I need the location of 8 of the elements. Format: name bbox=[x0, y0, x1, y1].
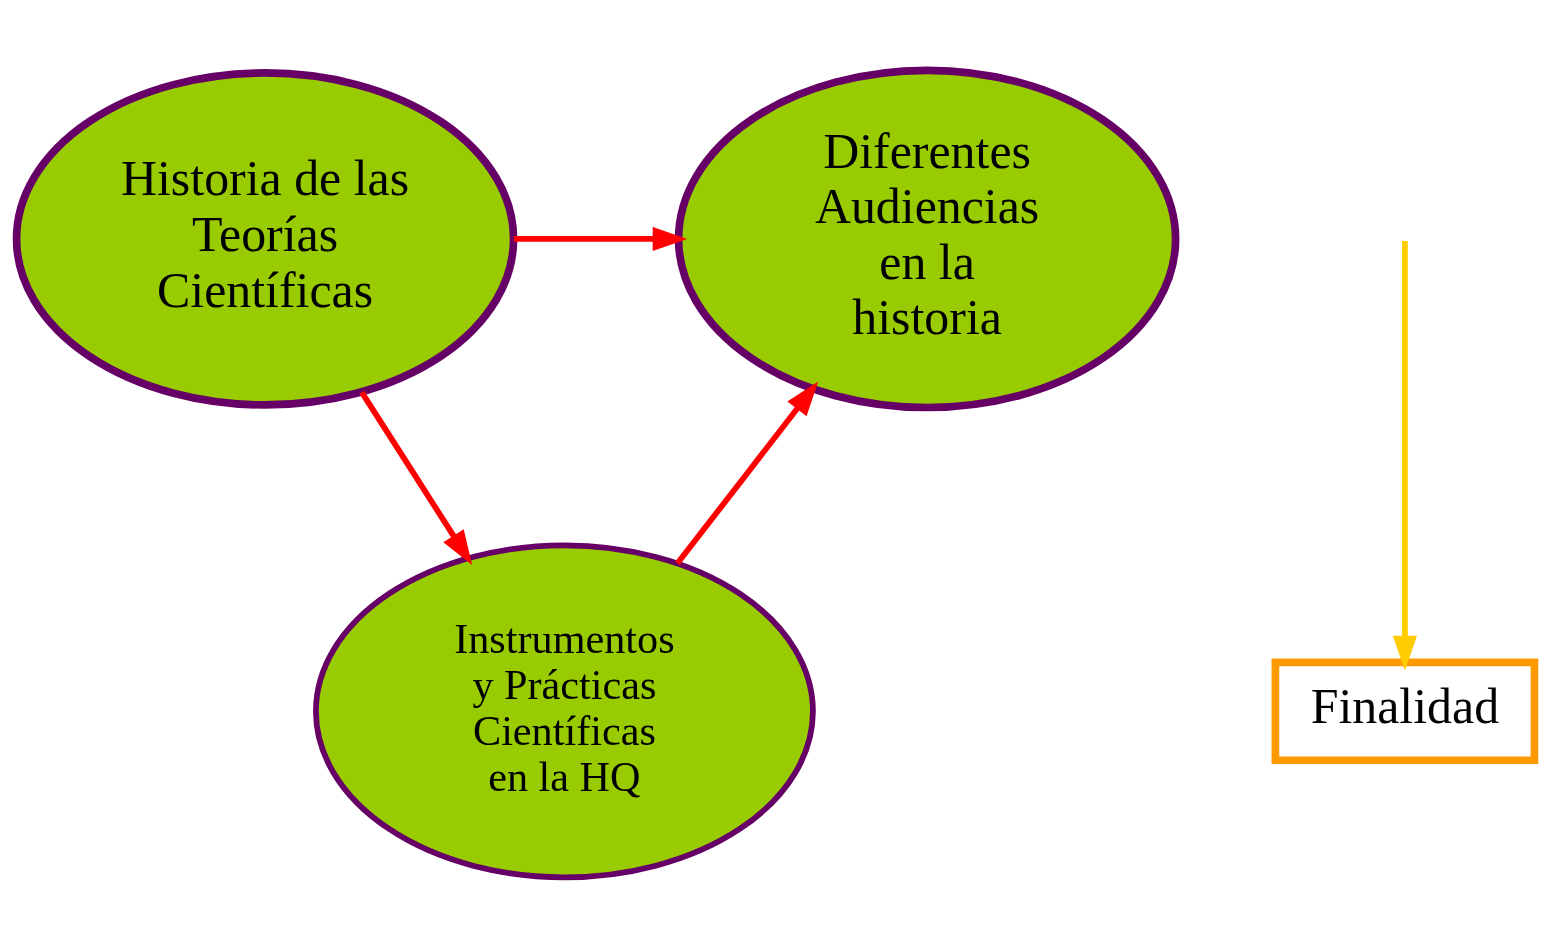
node-ellipse: Instrumentos y Prácticas Científicas en la HQ bbox=[313, 541, 816, 880]
arrow bbox=[675, 381, 819, 565]
node-box: Finalidad bbox=[1271, 658, 1539, 764]
node-ellipse: Diferentes Audiencias en la historia bbox=[674, 66, 1180, 411]
arrow bbox=[1392, 240, 1418, 670]
node-ellipse: Historia de las Teorías Científicas bbox=[12, 68, 518, 409]
arrow bbox=[513, 226, 688, 251]
arrow bbox=[359, 390, 473, 565]
